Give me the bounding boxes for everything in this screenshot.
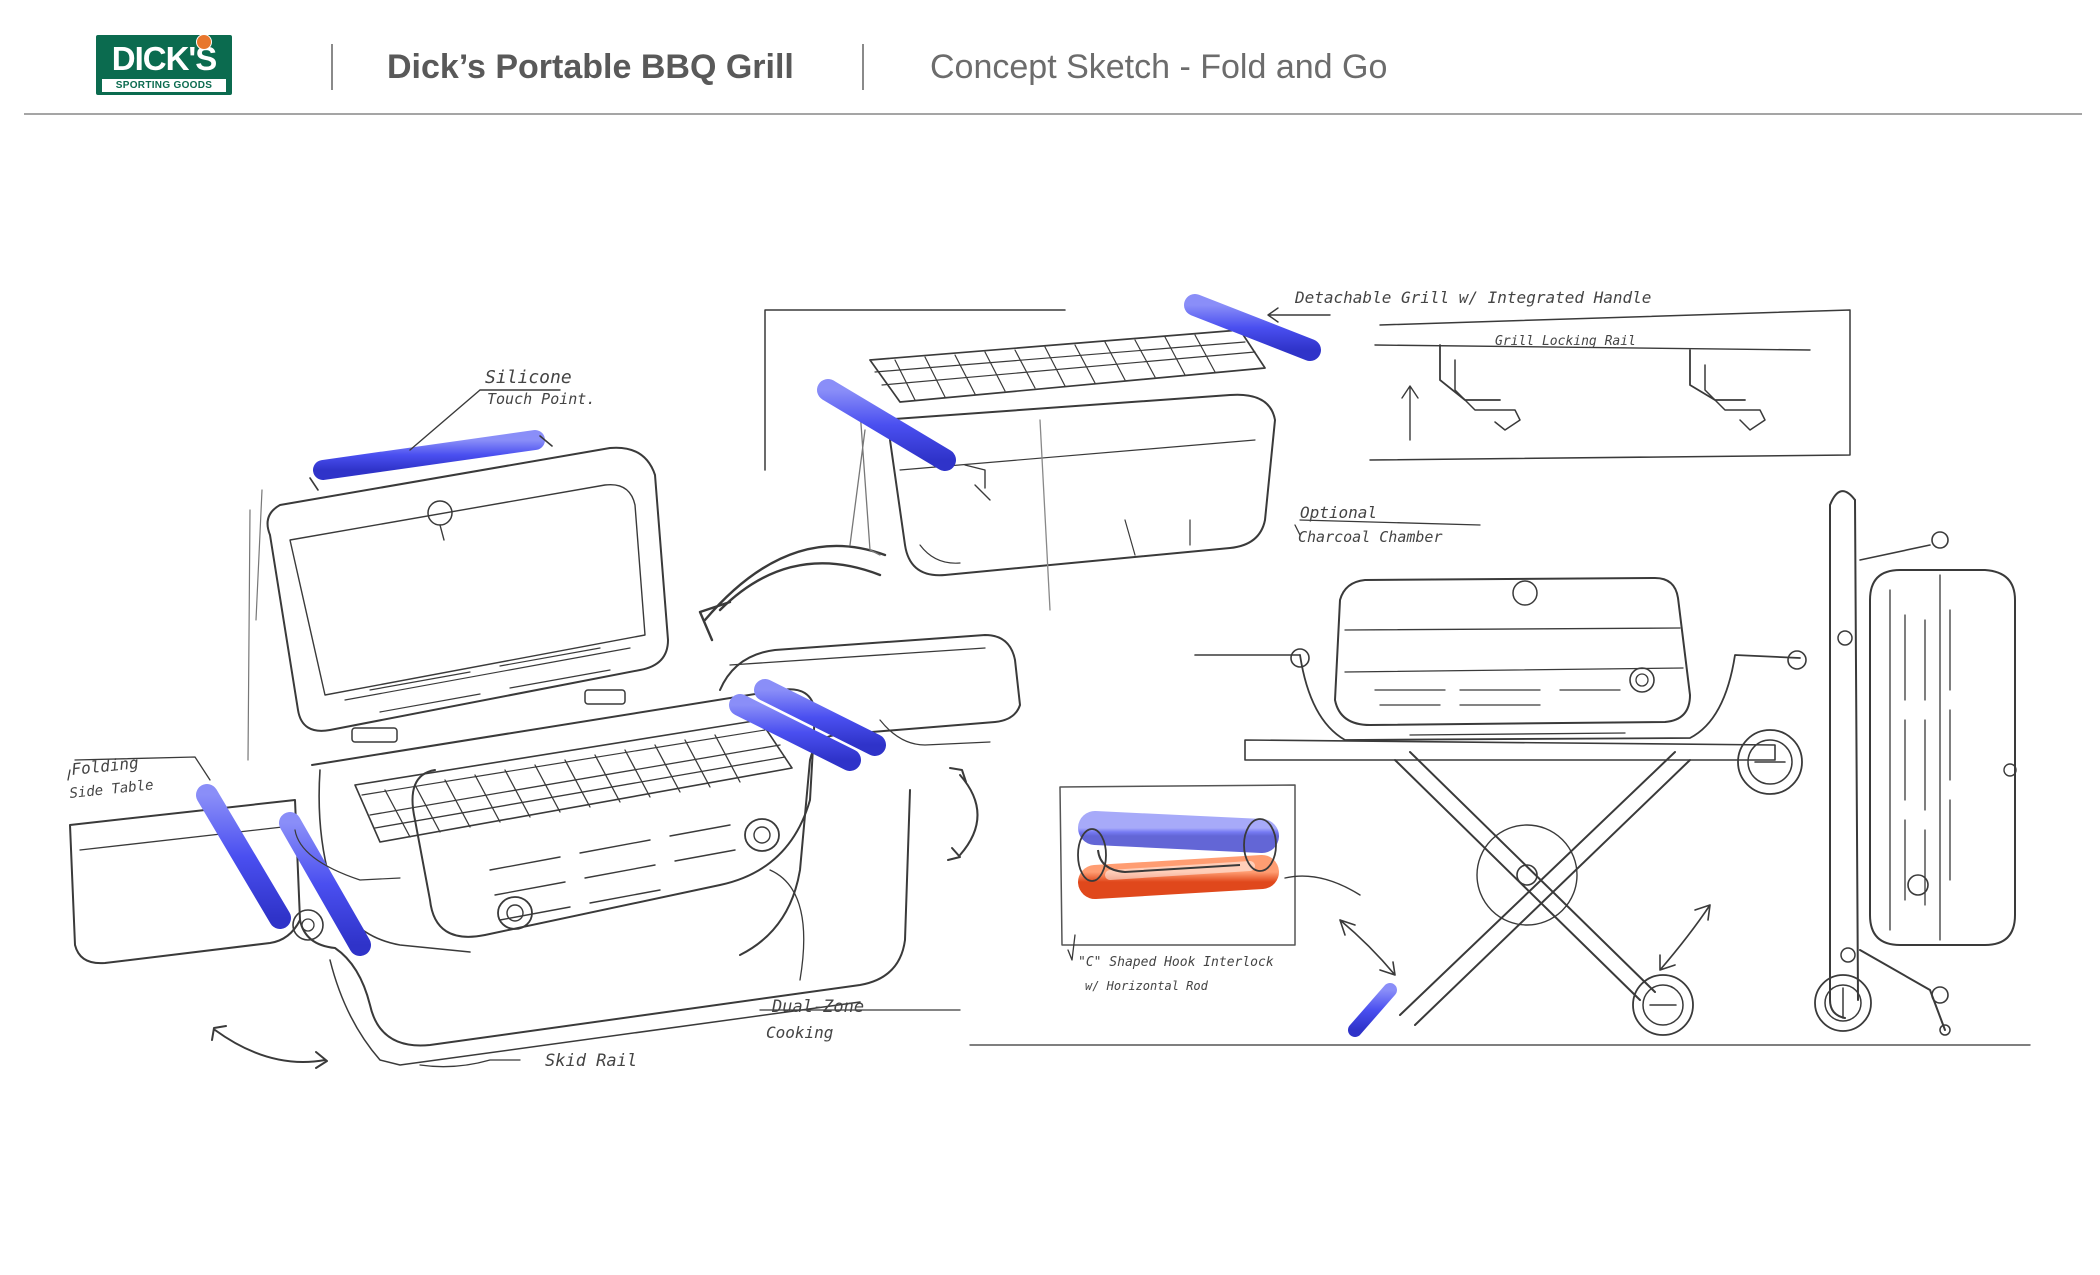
label-optional: Optional (1300, 503, 1377, 522)
label-side-table: Side Table (69, 777, 155, 802)
side-view-folded (1814, 490, 2017, 1036)
label-hook-interlock: "C" Shaped Hook Interlock (1078, 955, 1274, 970)
label-detachable-grill: Detachable Grill w/ Integrated Handle (1294, 288, 1651, 307)
label-cooking: Cooking (766, 1023, 833, 1042)
label-grill-locking-rail: Grill Locking Rail (1495, 334, 1636, 349)
basketball-icon (196, 34, 212, 50)
header-separator (862, 44, 864, 90)
open-grill-perspective (67, 389, 1021, 1069)
label-silicone: Silicone (485, 367, 572, 388)
header-rule (24, 113, 2082, 115)
dicks-logo[interactable]: DICK'S SPORTING GOODS (96, 34, 232, 95)
label-touch-point: Touch Point. (487, 390, 595, 408)
page-subtitle: Concept Sketch - Fold and Go (930, 48, 1388, 86)
hook-interlock-detail (1077, 811, 1279, 899)
header: DICK'S SPORTING GOODS Dick’s Portable BB… (0, 0, 2100, 115)
front-view-on-stand (1059, 577, 1807, 1037)
exploded-grill-view (764, 294, 1851, 611)
label-folding: Folding (70, 753, 139, 779)
page-title: Dick’s Portable BBQ Grill (387, 48, 794, 86)
label-horizontal-rod: w/ Horizontal Rod (1085, 979, 1209, 993)
label-skid-rail: Skid Rail (545, 1051, 637, 1071)
logo-tagline: SPORTING GOODS (102, 79, 226, 92)
label-dual-zone: Dual-Zone (771, 997, 864, 1017)
header-separator (331, 44, 333, 90)
label-charcoal-chamber: Charcoal Chamber (1298, 528, 1443, 546)
